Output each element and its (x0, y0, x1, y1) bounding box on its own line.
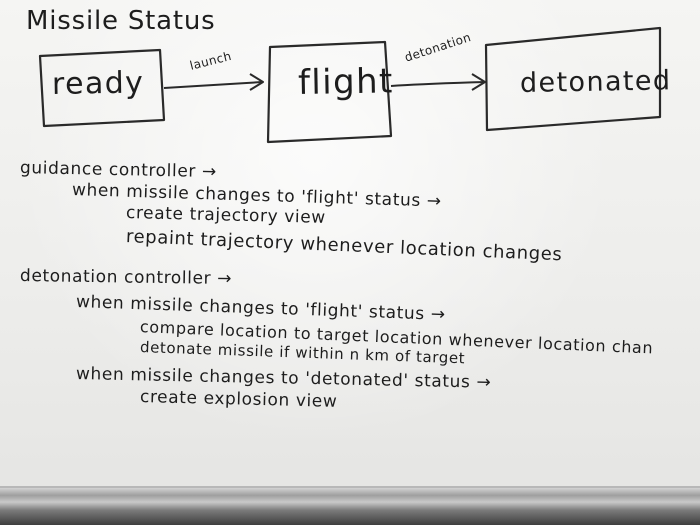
launch-arrowhead (249, 73, 264, 91)
state-ready-label: ready (51, 65, 145, 102)
detonated-box (484, 26, 662, 132)
note-detonation-controller: detonation controller → (19, 266, 233, 289)
note-guidance-controller: guidance controller → (19, 158, 218, 183)
note-create-explosion-view: create explosion view (139, 387, 338, 412)
note-create-trajectory-view: create trajectory view (125, 203, 327, 228)
launch-arrow (163, 81, 263, 89)
detonation-arrow (390, 81, 485, 87)
diagram-title: Missile Status (26, 6, 216, 36)
ready-box (38, 48, 166, 128)
flight-box (266, 40, 393, 144)
detonation-arrowhead (471, 73, 486, 91)
state-flight-label: flight (297, 61, 395, 103)
whiteboard-tray (0, 488, 700, 525)
state-detonated-label: detonated (519, 65, 672, 99)
